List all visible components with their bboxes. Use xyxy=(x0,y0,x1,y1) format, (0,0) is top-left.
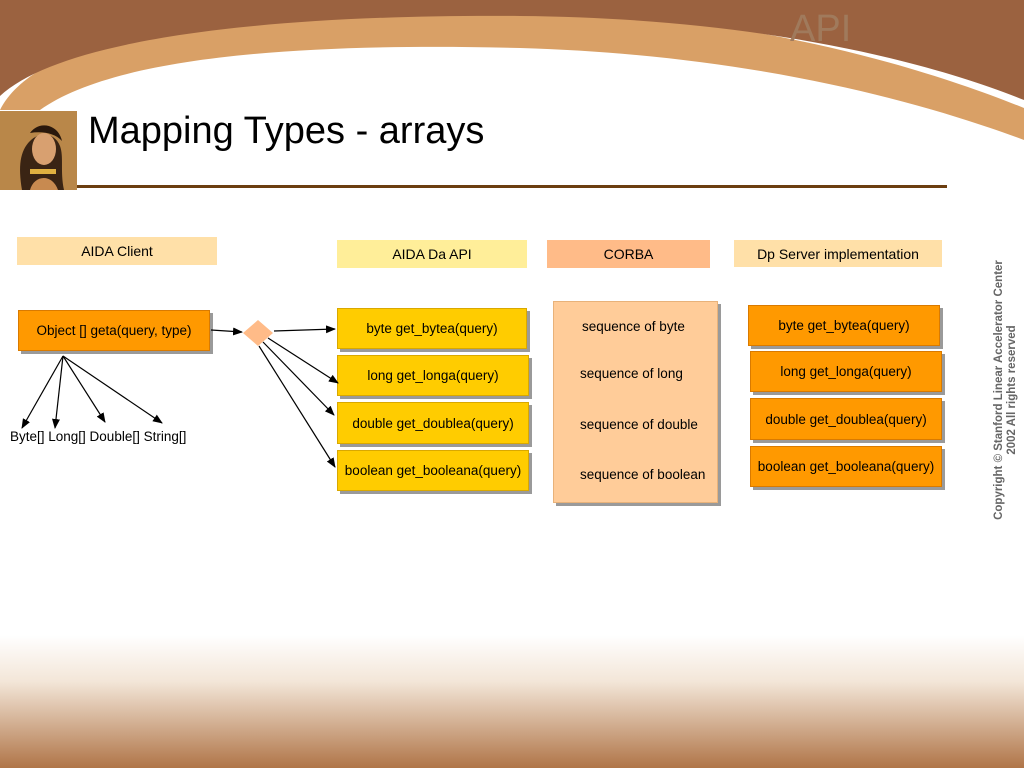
corba-type-long: sequence of long xyxy=(580,366,683,381)
server-header: Dp Server implementation xyxy=(734,240,942,267)
title-underline xyxy=(77,185,947,188)
header-swoosh-brown xyxy=(0,0,1024,100)
corba-header: CORBA xyxy=(547,240,710,268)
corba-type-double: sequence of double xyxy=(580,417,698,432)
copyright-line-2: 2002 All rights reserved xyxy=(1006,325,1018,455)
corba-type-boolean: sequence of boolean xyxy=(580,467,706,482)
client-return-types: Byte[] Long[] Double[] String[] xyxy=(10,429,187,444)
portrait-image xyxy=(0,111,77,190)
da-api-method-byte: byte get_bytea(query) xyxy=(337,308,527,349)
server-method-boolean: boolean get_booleana(query) xyxy=(750,446,942,487)
copyright-line-1: Copyright © Stanford Linear Accelerator … xyxy=(993,260,1005,520)
server-method-double: double get_doublea(query) xyxy=(750,398,942,440)
copyright-notice: Copyright © Stanford Linear Accelerator … xyxy=(993,260,1019,520)
da-api-header: AIDA Da API xyxy=(337,240,527,268)
header-swoosh-tan xyxy=(0,6,1024,141)
bottom-gradient xyxy=(0,635,1024,768)
corner-title: API xyxy=(790,8,852,50)
dispatch-diamond xyxy=(243,320,273,346)
slide-title: Mapping Types - arrays xyxy=(88,110,485,152)
da-api-method-long: long get_longa(query) xyxy=(337,355,529,396)
da-api-method-boolean: boolean get_booleana(query) xyxy=(337,450,529,491)
corba-types-panel xyxy=(553,301,718,503)
client-header: AIDA Client xyxy=(17,237,217,265)
server-method-byte: byte get_bytea(query) xyxy=(748,305,940,346)
client-method-box: Object [] geta(query, type) xyxy=(18,310,210,351)
corba-type-byte: sequence of byte xyxy=(582,319,685,334)
server-method-long: long get_longa(query) xyxy=(750,351,942,392)
da-api-method-double: double get_doublea(query) xyxy=(337,402,529,444)
